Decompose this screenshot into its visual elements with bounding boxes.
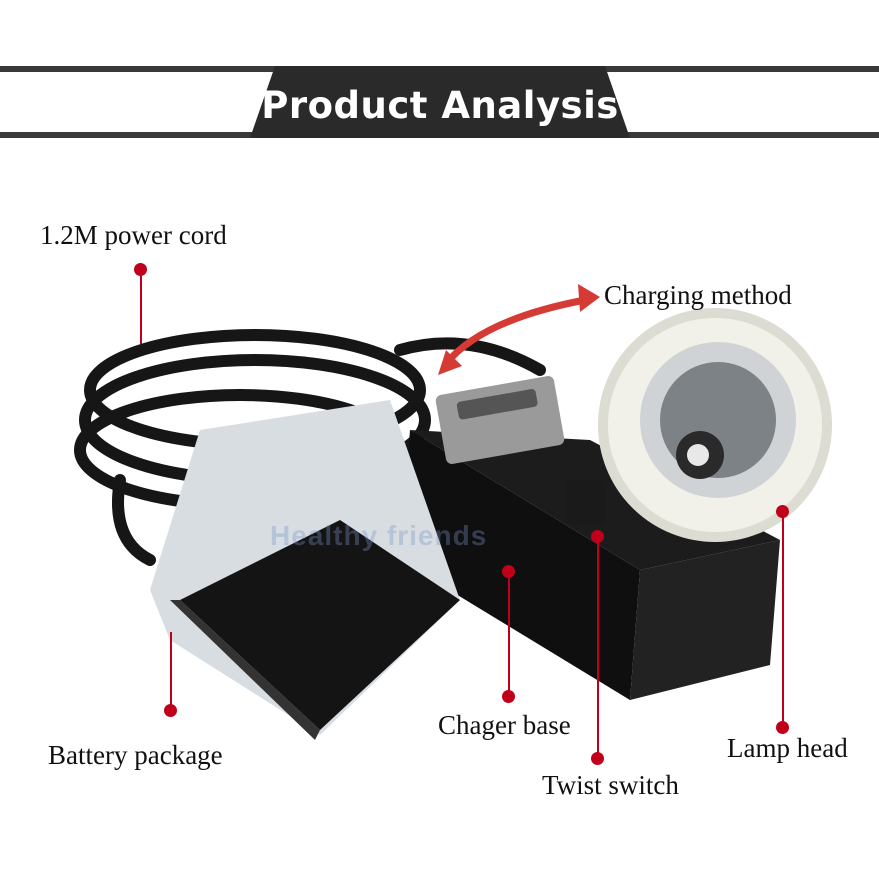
charger-base-marker-top <box>502 565 515 578</box>
twist-switch-leader <box>597 537 599 753</box>
battery-package-marker <box>164 704 177 717</box>
twist-switch-marker-top <box>591 530 604 543</box>
twist-switch-label: Twist switch <box>542 770 679 800</box>
lamp-head-marker <box>776 721 789 734</box>
power-cord-leader <box>140 276 142 344</box>
header-banner <box>0 66 879 138</box>
power-cord-marker <box>134 263 147 276</box>
twist-switch-marker <box>591 752 604 765</box>
battery-package-leader <box>170 632 172 706</box>
battery-package-label: Battery package <box>48 740 223 770</box>
watermark: Healthy friends <box>270 520 488 551</box>
charger-base-marker <box>502 690 515 703</box>
charging-method-label: Charging method <box>604 280 792 310</box>
page-title: Product Analysis <box>261 84 619 127</box>
charger-base-label: Chager base <box>438 710 571 740</box>
charger-base-leader <box>508 570 510 692</box>
power-cord-label: 1.2M power cord <box>40 220 227 250</box>
lamp-head-label: Lamp head <box>727 733 848 763</box>
lamp-head-marker-top <box>776 505 789 518</box>
lamp-head-leader <box>782 512 784 722</box>
